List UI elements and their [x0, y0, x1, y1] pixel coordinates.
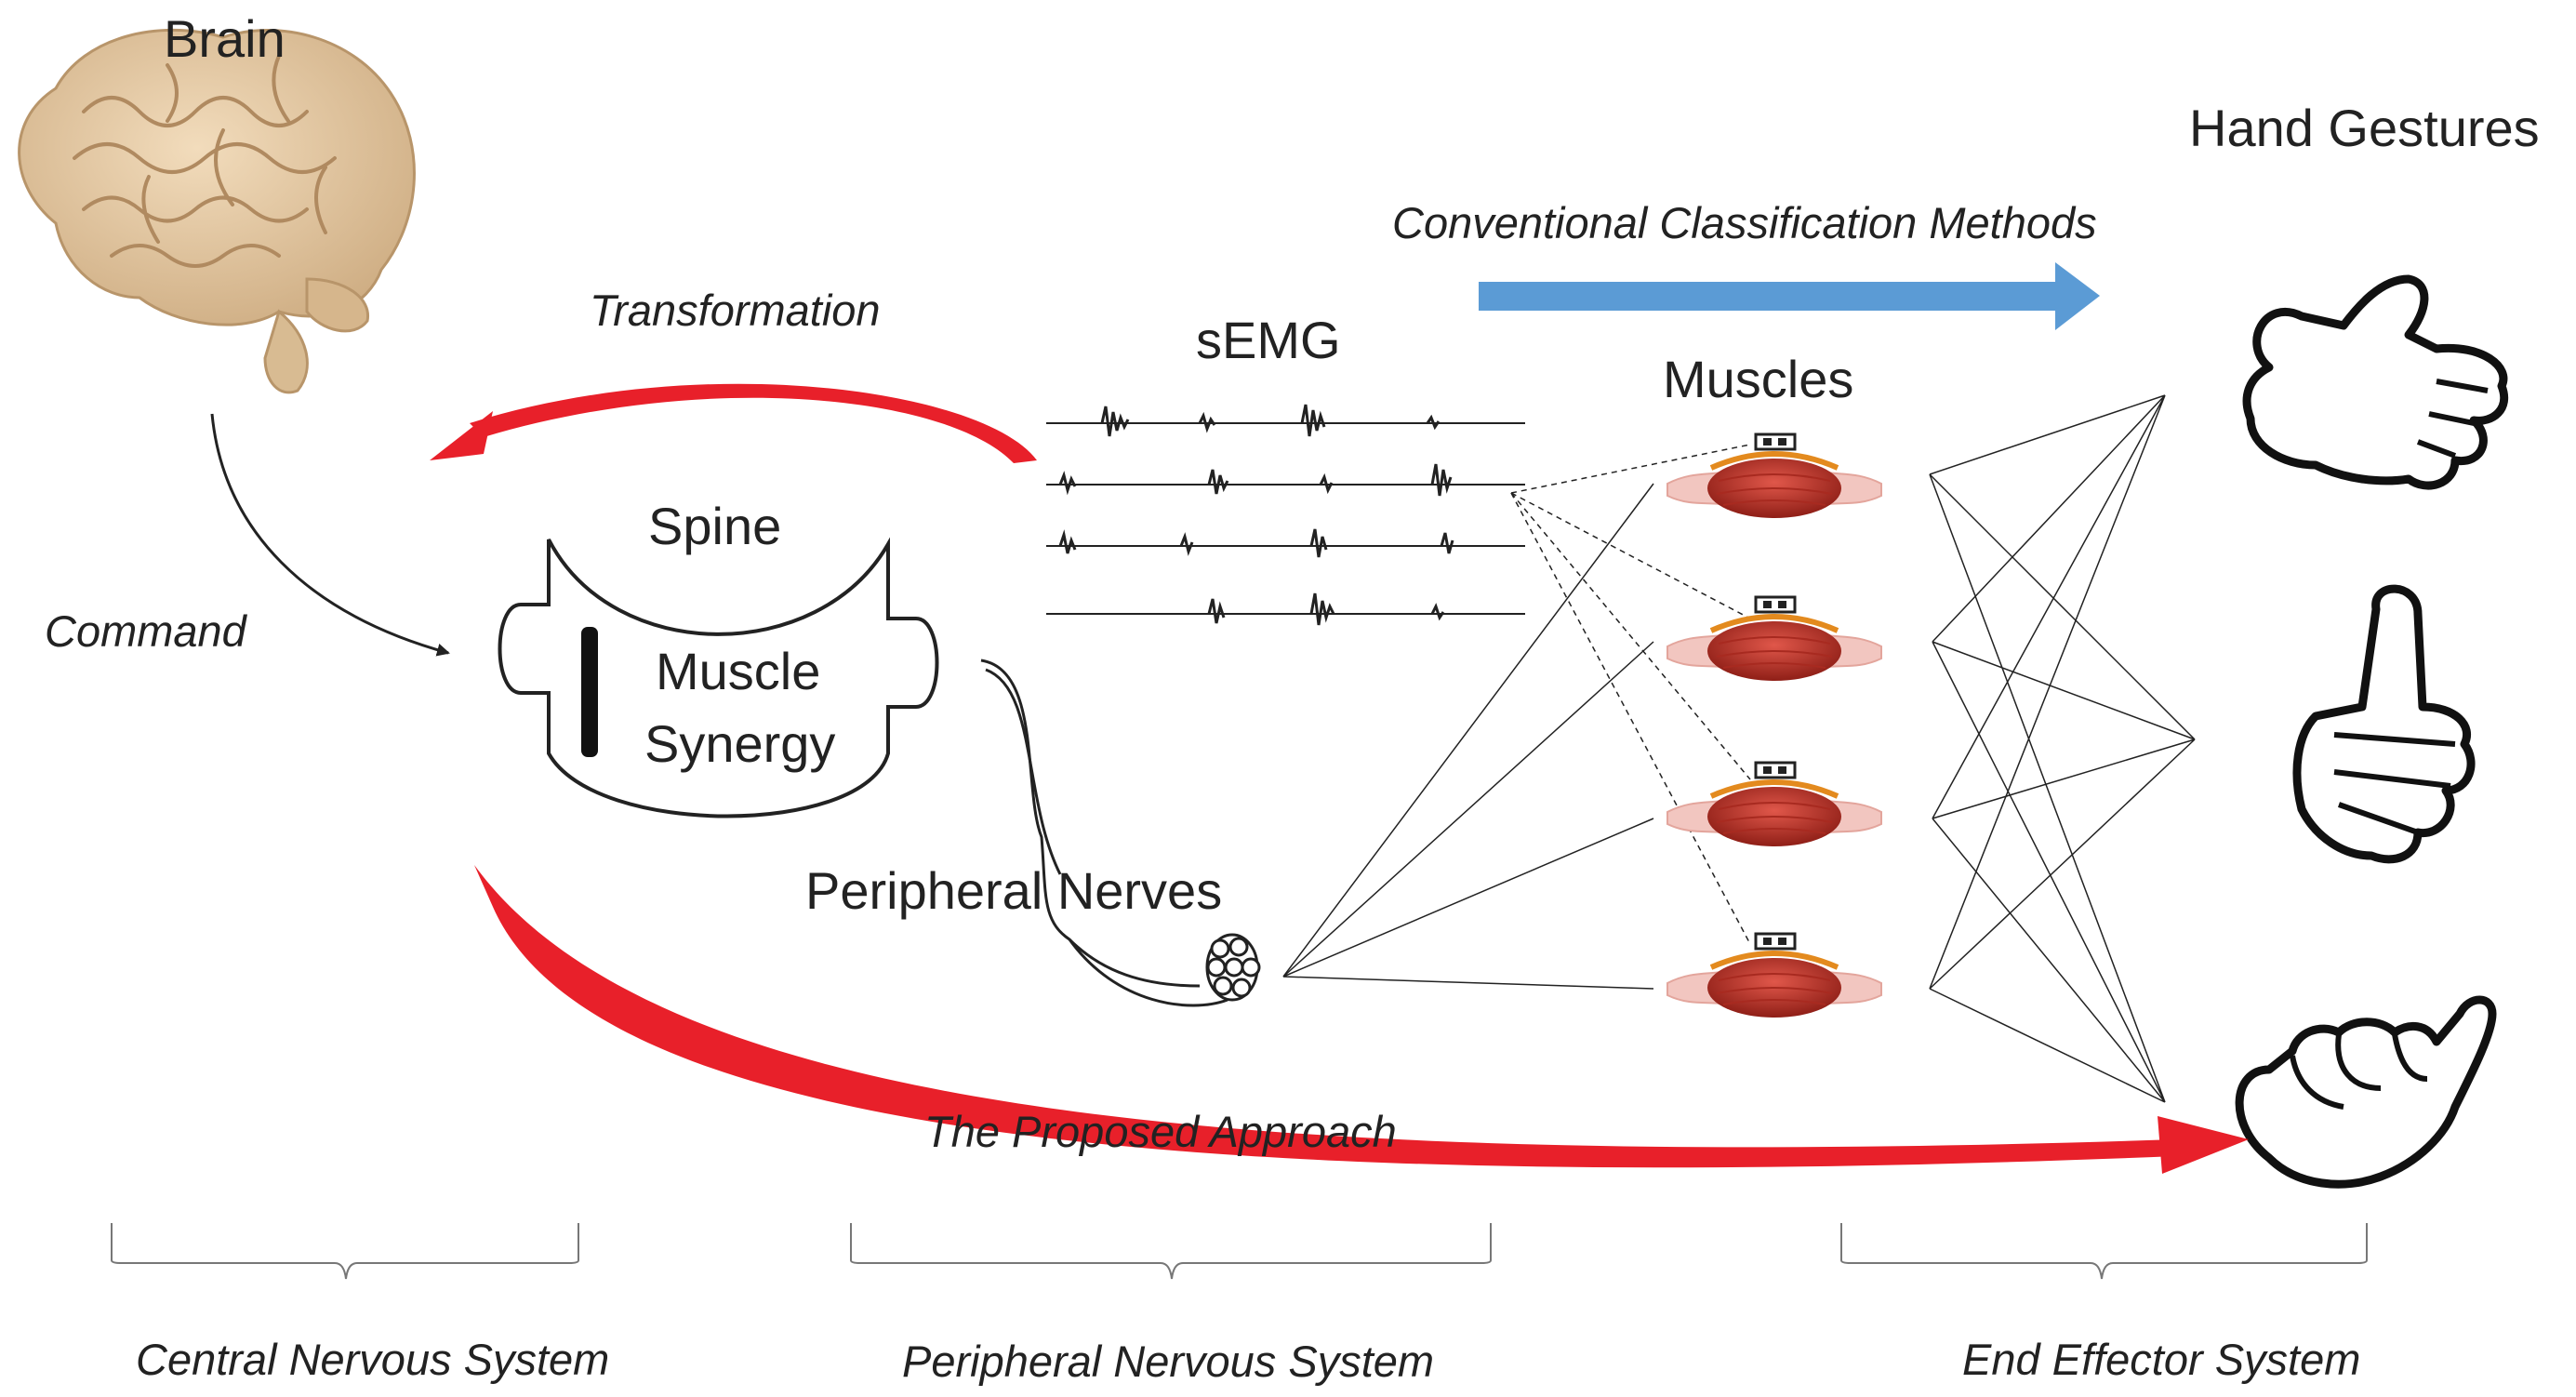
synergy-bar	[581, 627, 598, 757]
command-arrow	[210, 413, 450, 657]
spine-shape	[498, 537, 939, 818]
proposed-approach-arrow	[474, 865, 2176, 1168]
semg-signals	[1046, 404, 1525, 626]
muscle-4	[1667, 934, 1881, 1018]
proposed-approach-label: The Proposed Approach	[924, 1107, 1397, 1156]
brace-end-effector	[1840, 1223, 2368, 1280]
central-nervous-system-label: Central Nervous System	[136, 1335, 610, 1384]
section-braces	[111, 1223, 2368, 1280]
brain-label: Brain	[164, 9, 285, 68]
transformation-arrowhead	[430, 411, 493, 460]
nerve-muscle-connections	[1282, 483, 1654, 990]
brace-central	[111, 1223, 579, 1280]
muscle-1	[1667, 434, 1881, 518]
transformation-label: Transformation	[590, 286, 881, 335]
spine-label: Spine	[648, 497, 782, 555]
semg-label: sEMG	[1196, 311, 1341, 369]
nerve-fiber	[985, 668, 1062, 875]
brace-peripheral	[850, 1223, 1492, 1280]
muscle-2	[1667, 597, 1881, 681]
pointing-hand-icon	[2235, 995, 2497, 1189]
open-hand-icon	[2242, 274, 2509, 490]
hand-gestures-label: Hand Gestures	[2189, 99, 2540, 157]
nerve-bundle-icon	[1068, 933, 1261, 1007]
transformation-arrow	[470, 383, 1037, 463]
peripheral-nervous-system-label: Peripheral Nervous System	[902, 1337, 1435, 1386]
muscle-gesture-network	[1929, 394, 2196, 1103]
proposed-approach-arrowhead	[2158, 1116, 2249, 1174]
muscles-label: Muscles	[1663, 350, 1854, 408]
command-label: Command	[45, 606, 246, 656]
peripheral-nerves-label: Peripheral Nerves	[805, 861, 1223, 920]
conventional-arrow	[1479, 262, 2100, 330]
muscle-3	[1667, 763, 1881, 846]
semg-muscle-connections	[1510, 444, 1751, 945]
synergy-label: Synergy	[644, 714, 836, 773]
brain-illustration	[18, 28, 416, 394]
muscle-label: Muscle	[656, 642, 821, 700]
end-effector-system-label: End Effector System	[1962, 1335, 2361, 1384]
conventional-methods-label: Conventional Classification Methods	[1392, 198, 2097, 247]
nerve-fiber	[980, 659, 1201, 988]
thumbs-up-icon	[2292, 584, 2476, 864]
